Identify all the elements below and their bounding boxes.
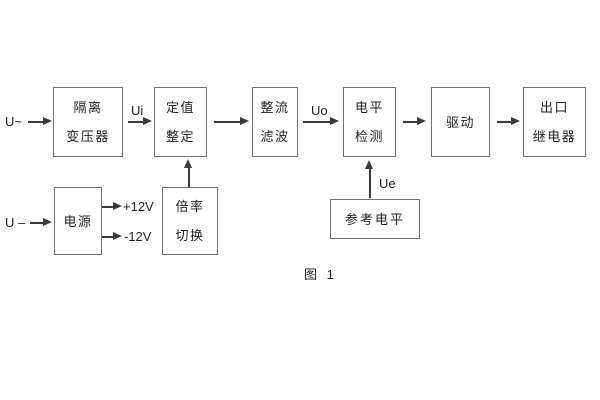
- arrow-ratio-to-setting: [185, 159, 192, 187]
- arrow-setting-to-rectifier: [214, 118, 249, 125]
- ac-input-label: U~: [5, 114, 22, 129]
- signal-ue-label: Ue: [379, 176, 396, 191]
- block-label: 定值: [165, 100, 195, 115]
- signal-ui-label: Ui: [131, 103, 144, 118]
- arrow-ac-to-transformer: [28, 118, 52, 125]
- block-ratio-switch: 倍率 切换: [162, 187, 218, 255]
- arrow-detect-to-driver: [403, 118, 426, 125]
- block-rectifier-filter: 整流 滤波: [252, 87, 298, 157]
- block-label: 滤波: [260, 129, 290, 144]
- block-label: 整定: [165, 129, 195, 144]
- block-label: 电平: [354, 100, 384, 115]
- arrow-minus-12v: [102, 233, 122, 240]
- plus-12v-label: +12V: [123, 199, 154, 214]
- block-label: 隔离: [73, 100, 103, 115]
- arrow-plus-12v: [102, 203, 122, 210]
- block-label: 检测: [354, 129, 384, 144]
- block-power-supply: 电源: [54, 187, 102, 255]
- block-output-relay: 出口 继电器: [523, 87, 586, 157]
- block-label: 切换: [175, 228, 205, 243]
- block-label: 继电器: [532, 129, 577, 144]
- signal-uo-label: Uo: [311, 103, 328, 118]
- dc-input-label: U –: [5, 215, 26, 230]
- block-isolation-transformer: 隔离 变压器: [53, 87, 123, 157]
- arrow-ue-reference-to-detect: [366, 160, 373, 198]
- minus-12v-label: -12V: [124, 229, 152, 244]
- block-label: 变压器: [66, 129, 110, 144]
- arrow-ui: [128, 118, 152, 125]
- block-label: 整流: [260, 100, 290, 115]
- block-driver: 驱动: [431, 87, 490, 157]
- block-label: 电源: [63, 213, 93, 229]
- block-level-detect: 电平 检测: [343, 87, 396, 157]
- block-label: 驱动: [445, 114, 475, 130]
- block-label: 倍率: [175, 199, 205, 214]
- arrow-uo: [303, 118, 339, 125]
- figure-caption: 图 1: [304, 267, 337, 282]
- block-label: 参考电平: [344, 211, 405, 227]
- block-label: 出口: [539, 100, 569, 115]
- block-reference-level: 参考电平: [330, 199, 420, 239]
- arrow-driver-to-relay: [497, 118, 520, 125]
- arrow-dc-to-power: [30, 219, 52, 226]
- block-setting-adjust: 定值 整定: [154, 87, 207, 157]
